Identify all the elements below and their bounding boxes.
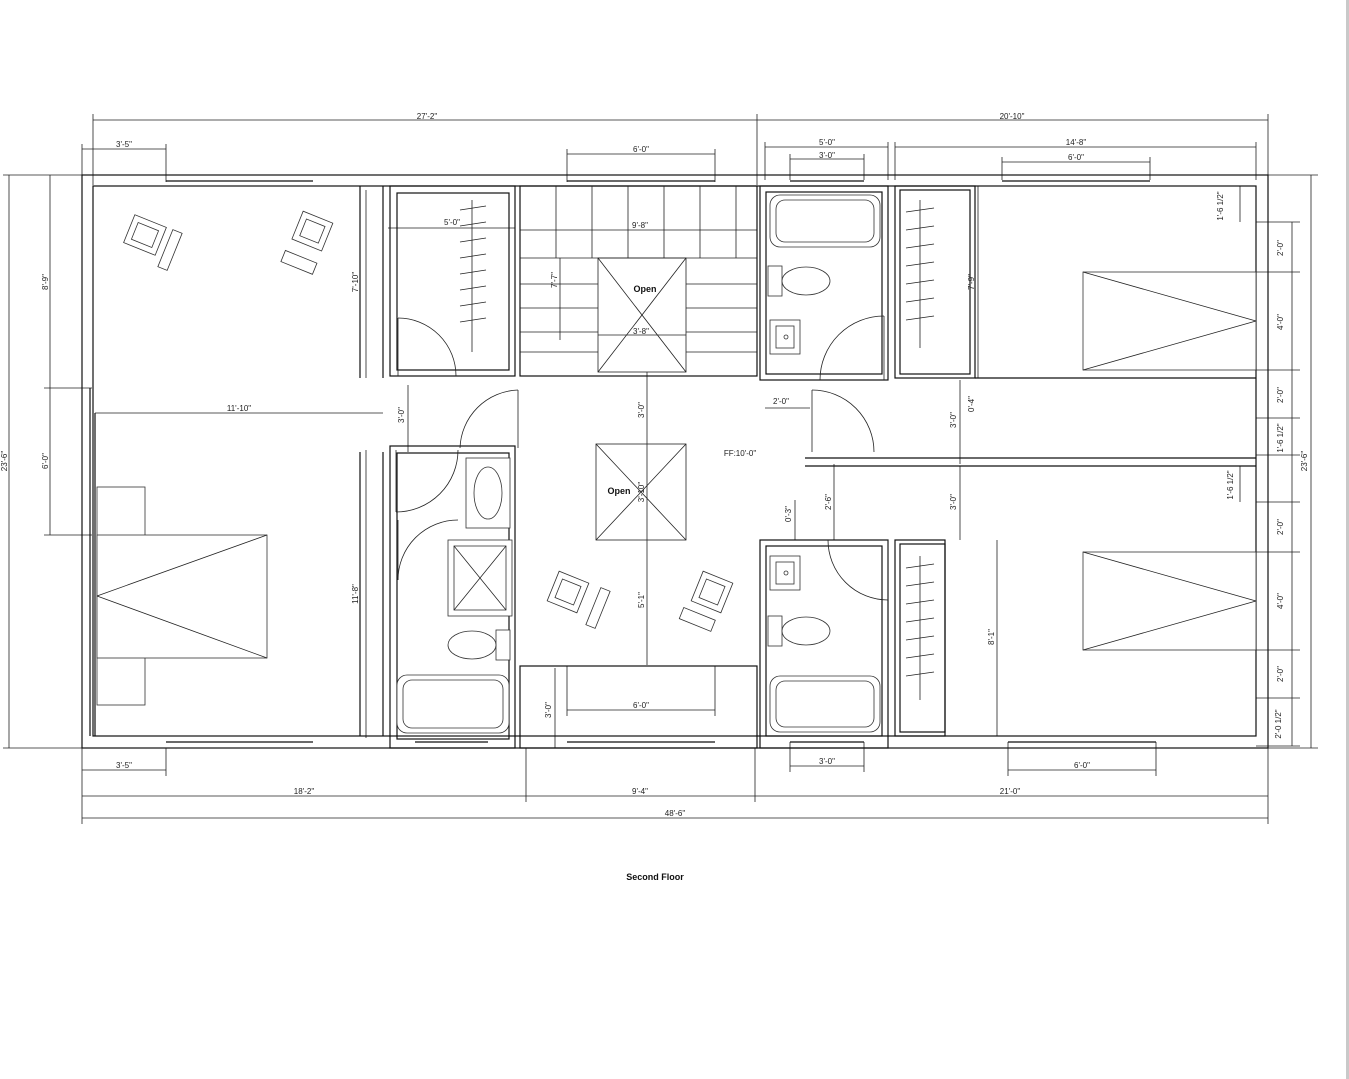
bathtub-left — [396, 674, 510, 734]
dim-top-overall-right: 20'-10" — [1000, 112, 1025, 121]
page-edge — [1346, 0, 1349, 1079]
chair-set-4 — [678, 570, 734, 632]
dim-top-bath-outer: 5'-0" — [819, 138, 835, 147]
dim-left-23-6: 23'-6" — [0, 451, 9, 472]
dim-r-2-0-d: 2'-0" — [1276, 666, 1285, 682]
dim-hall-5-1: 5'-1" — [637, 592, 646, 608]
chair-set-2 — [280, 210, 334, 275]
sink-lower-right — [769, 555, 801, 591]
bathtub-upper-right — [769, 194, 881, 248]
label-floor-finish: FF:10'-0" — [724, 449, 757, 458]
dim-r-2-0-b: 2'-0" — [1276, 387, 1285, 403]
dim-left-8-9: 8'-9" — [41, 274, 50, 290]
dim-room-11-10: 11'-10" — [227, 404, 251, 413]
dim-r-2-0-e: 2'-0 1/2" — [1274, 709, 1283, 738]
dim-hall-3-0-r1: 3'-0" — [949, 412, 958, 428]
dim-hall-3-0-r2: 3'-0" — [949, 494, 958, 510]
dim-r-4-0-b: 4'-0" — [1276, 593, 1285, 609]
dim-stair-7-7: 7'-7" — [550, 272, 559, 288]
doors — [395, 315, 889, 601]
dim-open-3-10: 3'-10" — [637, 482, 646, 503]
dim-bot-3-0-v: 3'-0" — [544, 702, 553, 718]
label-open-lower: Open — [607, 486, 630, 496]
toilet-left — [447, 629, 511, 661]
dim-stair-9-8: 9'-8" — [632, 221, 648, 230]
walls — [81, 174, 1269, 749]
dim-top-bed-win: 6'-0" — [1068, 153, 1084, 162]
dim-bot-bed-win: 6'-0" — [1074, 761, 1090, 770]
bathtub-lower-right — [769, 675, 881, 733]
dim-hall-3-0-mid: 3'-0" — [637, 402, 646, 418]
shower-left — [447, 539, 513, 617]
dim-wall-0-4: 0'-4" — [967, 396, 976, 412]
dim-right-23-6: 23'-6" — [1300, 451, 1309, 472]
dim-r-1-6-a: 1'-6 1/2" — [1216, 191, 1225, 220]
bed-left — [96, 486, 268, 706]
dim-r-1-6-b: 1'-6 1/2" — [1276, 423, 1285, 452]
dim-right-7-9: 7'-9" — [967, 274, 976, 290]
toilet-upper-right — [767, 265, 831, 297]
dim-bot-48-6: 48'-6" — [665, 809, 686, 818]
dim-bot-bath-win: 3'-0" — [819, 757, 835, 766]
chair-set-3 — [546, 570, 611, 629]
dim-right-8-1: 8'-1" — [987, 629, 996, 645]
dim-hall-3-0-left: 3'-0" — [397, 407, 406, 423]
dim-door-2-0: 2'-0" — [773, 397, 789, 406]
dimension-lines — [3, 114, 1318, 824]
open-to-below-lower — [595, 443, 687, 541]
dim-left-11-8: 11'-8" — [351, 584, 360, 604]
dim-left-6-0: 6'-0" — [41, 453, 50, 469]
dim-bot-9-4: 9'-4" — [632, 787, 648, 796]
bed-right-lower — [1082, 551, 1257, 651]
chair-set-1 — [123, 214, 183, 271]
label-open-upper: Open — [633, 284, 656, 294]
dim-left-7-10: 7'-10" — [351, 272, 360, 293]
dimension-texts: 27'-2" 20'-10" 3'-5" 6'-0" 5'-0" 3'-0" 1… — [0, 112, 1309, 818]
dim-bot-21-0: 21'-0" — [1000, 787, 1021, 796]
bed-right-upper — [1082, 271, 1257, 371]
dim-top-bath-win: 3'-0" — [819, 151, 835, 160]
dim-top-overall-left: 27'-2" — [417, 112, 438, 121]
dim-bot-win-left: 3'-5" — [116, 761, 132, 770]
dim-r-1-6-c: 1'-6 1/2" — [1226, 470, 1235, 499]
dim-closet-5: 5'-0" — [444, 218, 460, 227]
dim-stair-3-8: 3'-8" — [633, 327, 649, 336]
dim-r-4-0-a: 4'-0" — [1276, 314, 1285, 330]
dim-r-2-0-c: 2'-0" — [1276, 519, 1285, 535]
open-to-below-upper — [597, 257, 687, 373]
dim-r-2-0-a: 2'-0" — [1276, 240, 1285, 256]
dim-top-win-left: 3'-5" — [116, 140, 132, 149]
dim-top-bed-right: 14'-8" — [1066, 138, 1087, 147]
dim-door-2-6: 2'-6" — [824, 494, 833, 510]
drawing-title: Second Floor — [626, 872, 684, 882]
dim-top-stair-win: 6'-0" — [633, 145, 649, 154]
sink-oval-left — [465, 457, 511, 529]
toilet-lower-right — [767, 615, 831, 647]
dim-bot-18-2: 18'-2" — [294, 787, 315, 796]
closet-rods — [459, 200, 935, 700]
sink-upper-right — [769, 319, 801, 355]
dim-wall-0-3: 0'-3" — [784, 506, 793, 522]
dim-bot-stair-win: 6'-0" — [633, 701, 649, 710]
